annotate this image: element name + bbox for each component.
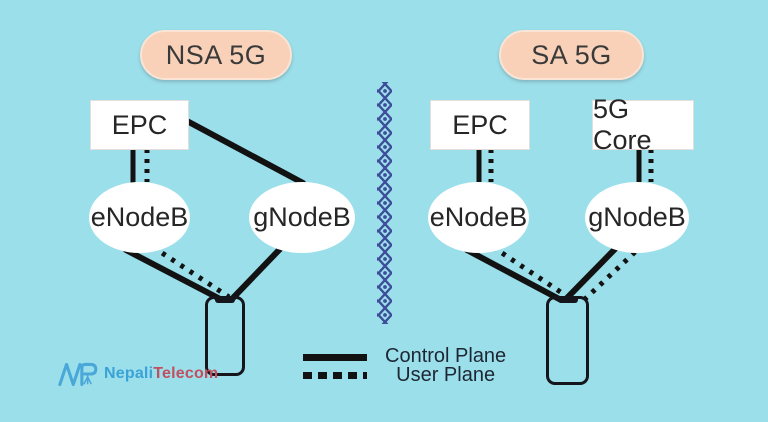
nsa-epc-label: EPC [111, 109, 168, 140]
nsa-phone-notch [215, 298, 235, 303]
sa-enodeb-label: eNodeB [429, 202, 528, 232]
logo-text-nepali: Nepali [104, 365, 154, 382]
nsa-ue-phone [205, 296, 245, 376]
legend: Control Plane User Plane [303, 345, 507, 386]
nsa-gnodeb-label: gNodeB [253, 202, 351, 232]
control-plane-line-swatch [303, 353, 367, 361]
logo-text-telecom: Telecom [153, 365, 219, 382]
sa-gnodeb-ue-user-line [583, 250, 637, 301]
nsa-enodeb-label: eNodeB [90, 202, 189, 232]
nsa-enodeb-ue-user-line [151, 244, 231, 300]
sa-gnodeb-node: gNodeB [585, 182, 689, 253]
nsa-enodeb-node: eNodeB [89, 182, 190, 253]
sa-enodeb-ue-user-line [491, 244, 570, 300]
sa-5g-core-node: 5G Core [592, 94, 694, 155]
sa-enodeb-node: eNodeB [428, 182, 529, 253]
sa-epc-node: EPC [430, 100, 530, 150]
nepalitelecom-wordmark: NepaliTelecom [104, 365, 218, 383]
sa-ue-phone [546, 296, 589, 385]
nsa-gnodeb-node: gNodeB [249, 182, 355, 253]
nepalitelecom-logo-icon [58, 362, 98, 387]
legend-swatches [303, 353, 367, 379]
nsa-5g-title: NSA 5G [165, 39, 267, 70]
nepalitelecom-logo: NepaliTelecom [56, 357, 218, 391]
sa-phone-notch [557, 298, 578, 303]
nsa-gnodeb-ue-control-line [228, 246, 283, 303]
legend-control-plane-label: Control Plane [385, 345, 507, 367]
sa-gnodeb-label: gNodeB [588, 202, 686, 232]
center-divider-ribbon [377, 82, 392, 324]
user-plane-line-swatch [303, 371, 367, 379]
sa-5g-title: SA 5G [531, 39, 612, 70]
nsa-epc-node: EPC [90, 100, 189, 150]
sa-epc-label: EPC [452, 109, 508, 140]
sa-5g-title-pill: SA 5G [499, 30, 644, 80]
nsa-5g-title-pill: NSA 5G [140, 30, 292, 80]
sa-enodeb-ue-control-line [464, 247, 564, 303]
nsa-epc-gnodeb-control-line [184, 118, 306, 186]
nsa-enodeb-ue-control-line [123, 247, 225, 303]
legend-user-plane-label: User Plane [396, 364, 496, 386]
sa-gnodeb-ue-control-line [562, 245, 619, 303]
sa-5g-core-label: 5G Core [593, 94, 652, 155]
